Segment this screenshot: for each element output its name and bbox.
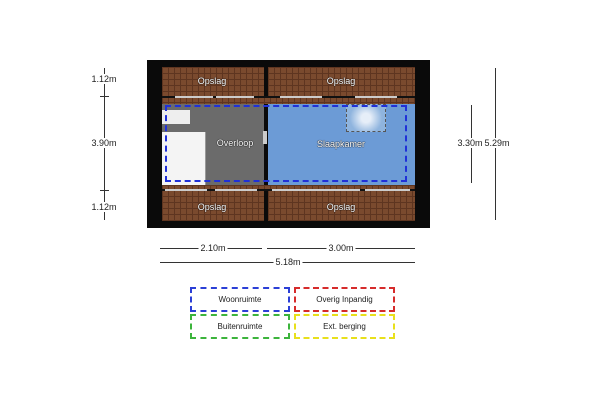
storage-bottom-left — [162, 190, 264, 221]
hatch — [365, 189, 410, 191]
woonruimte-outline — [165, 105, 407, 182]
hatch — [355, 96, 397, 98]
legend-woonruimte: Woonruimte — [190, 287, 290, 312]
room-label: Opslag — [326, 202, 356, 212]
hatch — [175, 96, 213, 98]
room-label: Slaapkamer — [316, 139, 366, 149]
legend-buitenruimte: Buitenruimte — [190, 314, 290, 339]
dimension-label: 5.29m — [482, 138, 512, 148]
knee-wall-bottom — [162, 185, 415, 190]
toilet-icon — [162, 110, 190, 124]
storage-bottom-right — [268, 190, 415, 221]
dimension-label: 5.18m — [273, 257, 303, 267]
dimension-label: 3.00m — [326, 243, 356, 253]
storage-top-right — [268, 67, 415, 96]
legend-ext-berging: Ext. berging — [294, 314, 395, 339]
room-label: Overloop — [216, 138, 254, 148]
dimension-label: 1.12m — [89, 202, 119, 212]
staircase-icon — [162, 132, 206, 185]
legend-overig-inpandig: Overig Inpandig — [294, 287, 395, 312]
hatch — [216, 96, 254, 98]
dimension-label: 3.90m — [89, 138, 119, 148]
hatch — [280, 96, 322, 98]
room-label: Opslag — [197, 76, 227, 86]
storage-top-left — [162, 67, 264, 96]
dimension-label: 1.12m — [89, 74, 119, 84]
dimension-label: 3.30m — [455, 138, 485, 148]
dimension-label: 2.10m — [198, 243, 228, 253]
skylight-icon — [346, 104, 386, 132]
hatch — [165, 189, 207, 191]
door-icon — [263, 131, 267, 144]
hatch — [272, 189, 360, 191]
hatch — [215, 189, 257, 191]
knee-wall-top — [162, 96, 415, 104]
room-label: Opslag — [326, 76, 356, 86]
room-label: Opslag — [197, 202, 227, 212]
